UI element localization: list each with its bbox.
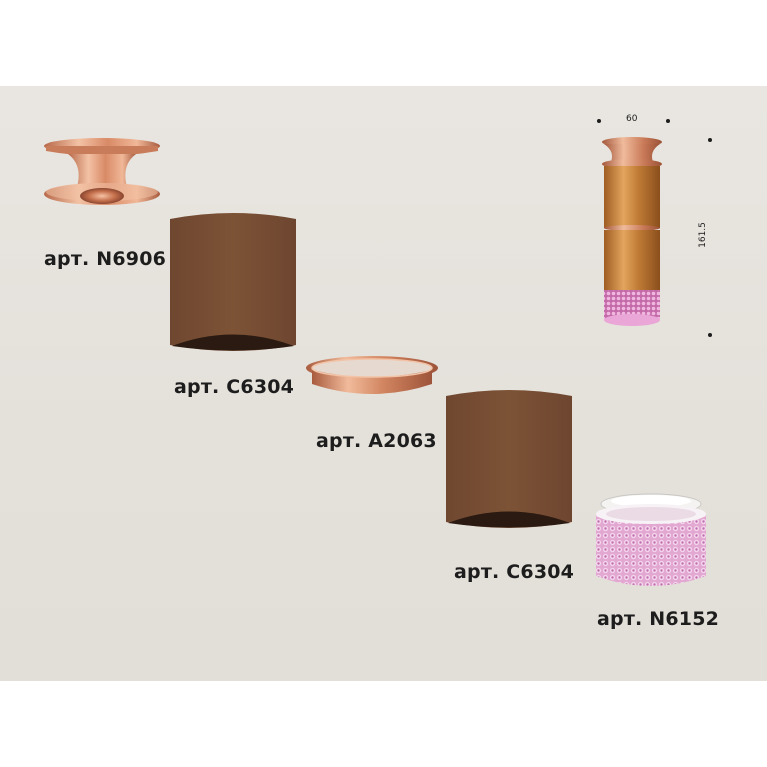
dimension-dot-right-bottom	[708, 333, 712, 337]
part-label-n6152: арт. N6152	[597, 608, 720, 630]
rose-gold-ring-image	[306, 356, 438, 394]
width-dimension-label: 60	[626, 114, 638, 124]
part-label-c6304-second: арт. C6304	[454, 561, 575, 583]
dimension-dot-right-top	[708, 138, 712, 142]
part-label-a2063: арт. A2063	[316, 430, 437, 452]
brown-cylinder-image-1	[170, 213, 296, 351]
dimension-dot-top-right	[666, 119, 670, 123]
height-dimension-label: 161.5	[697, 222, 708, 248]
dimension-dot-top-left	[597, 119, 601, 123]
part-label-c6304-first: арт. C6304	[174, 376, 295, 398]
ceiling-mount-image	[44, 138, 160, 205]
brown-cylinder-image-2	[446, 390, 572, 528]
part-label-n6906: арт. N6906	[44, 248, 167, 270]
assembled-fixture-image	[602, 137, 662, 326]
crystal-diffuser-image	[596, 493, 706, 586]
product-scene: арт. N6906 арт. C6304 арт. A2063	[0, 86, 767, 681]
